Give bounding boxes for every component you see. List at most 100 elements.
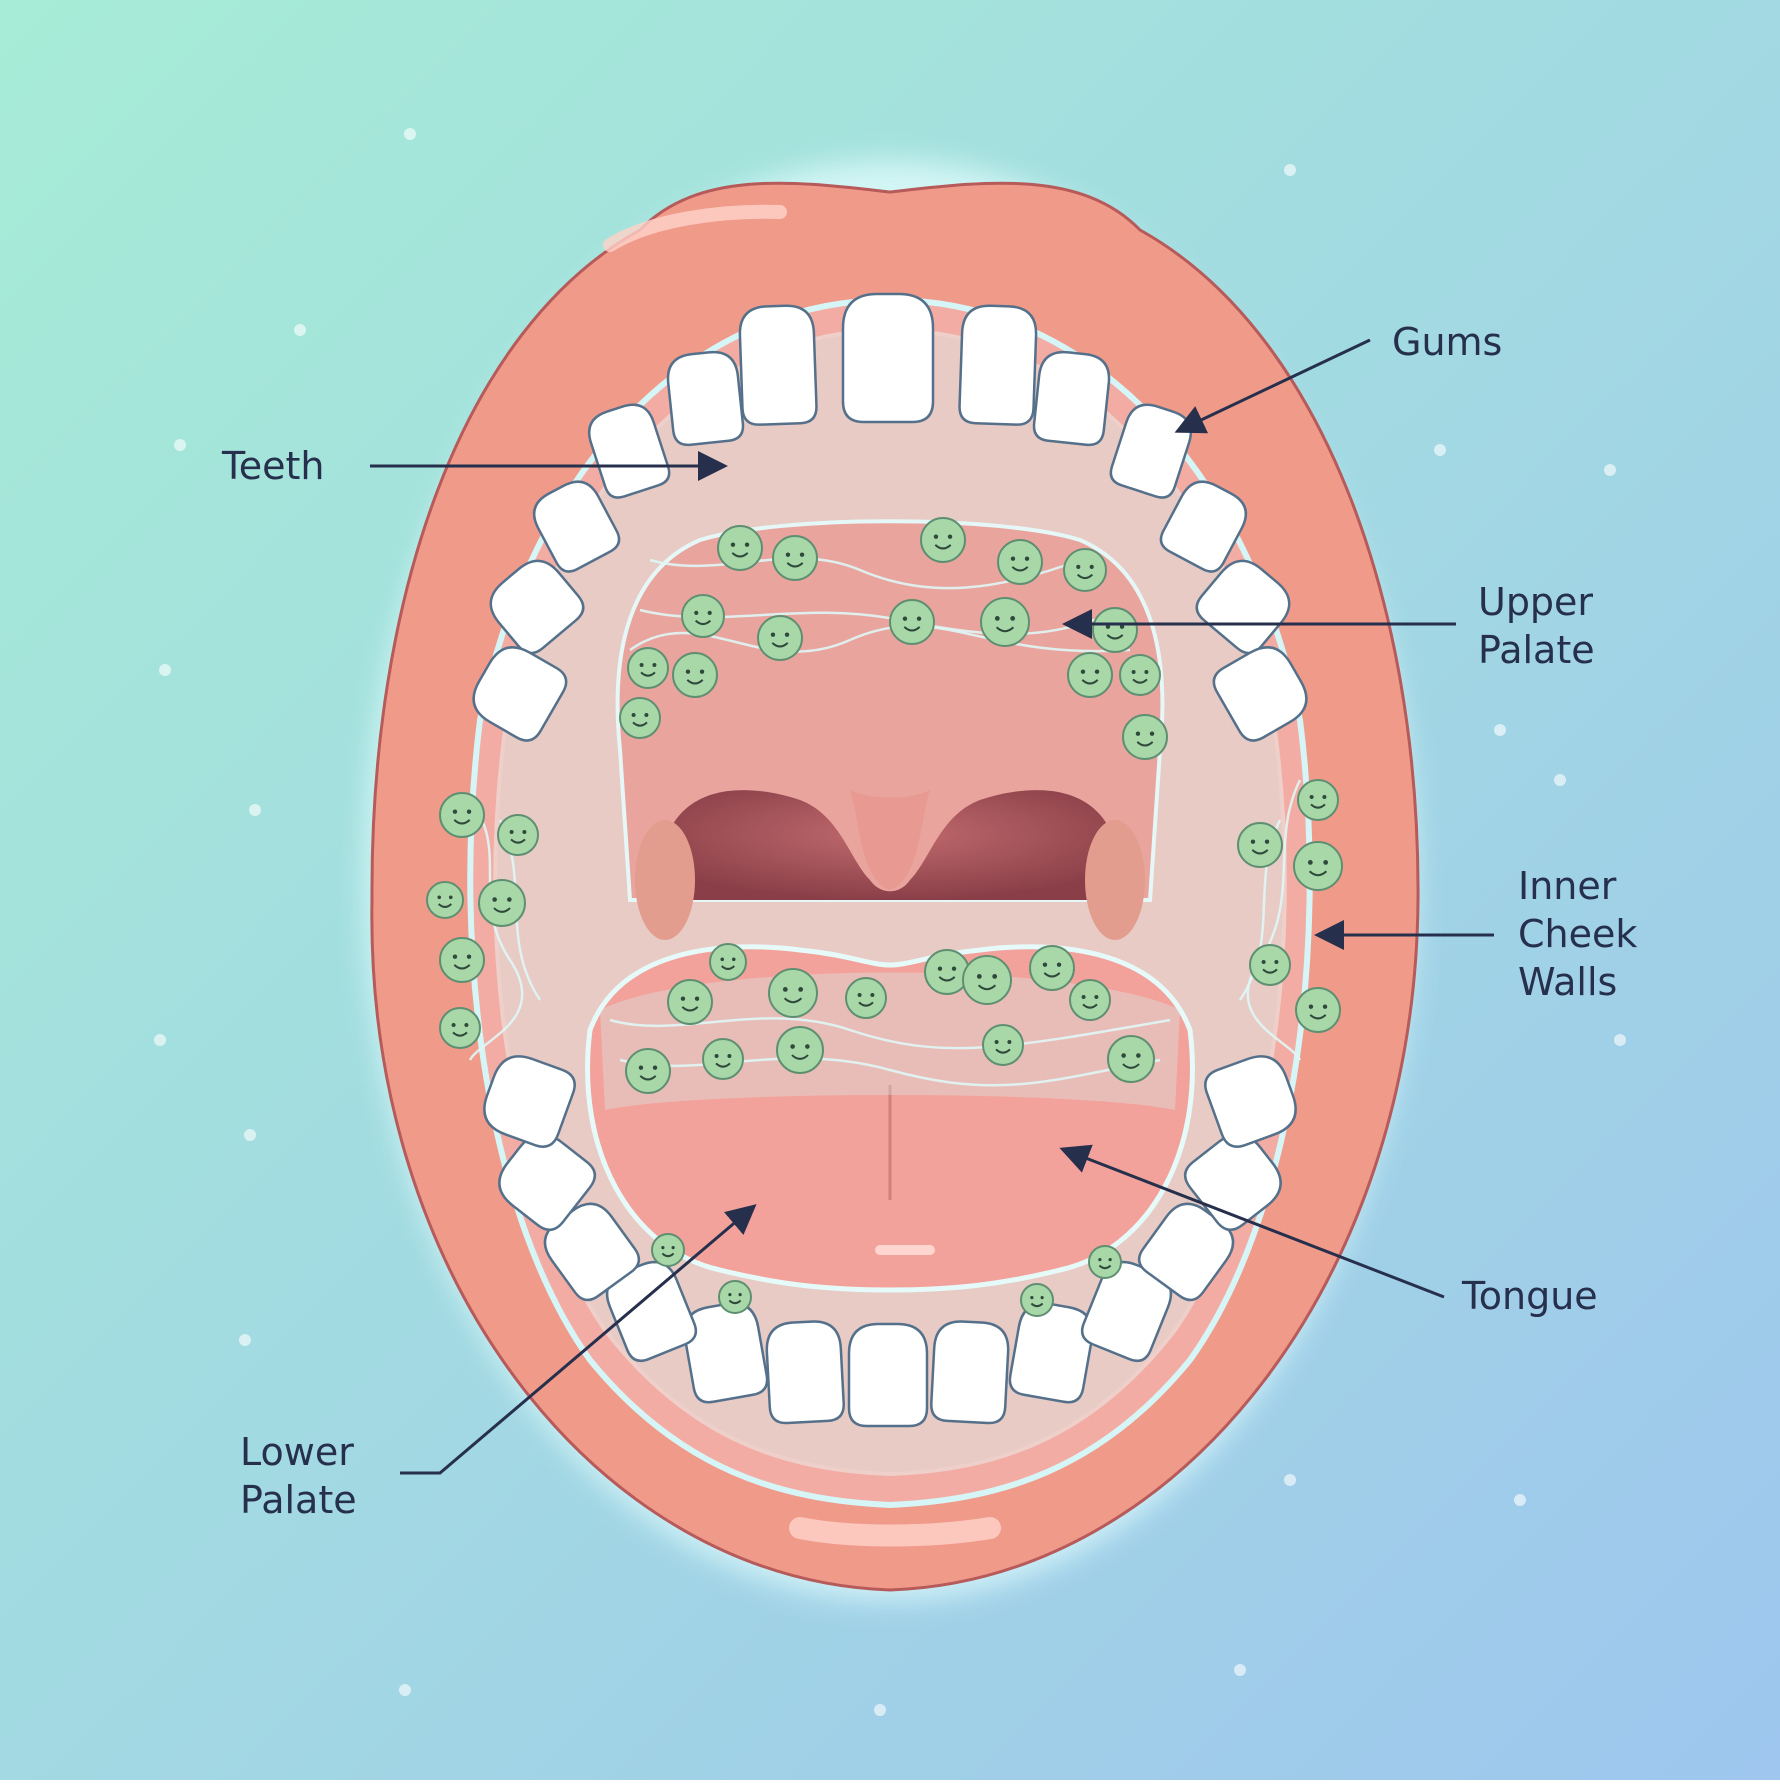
bacteria-body (1067, 652, 1113, 698)
bacteria-icon (619, 697, 661, 739)
bacteria-eye (784, 632, 790, 637)
bacteria-body (478, 879, 526, 927)
tooth (1159, 480, 1248, 573)
bacteria-eye (1135, 731, 1141, 736)
bacteria-eye (994, 616, 1000, 621)
bacteria-body (1297, 779, 1339, 821)
bacteria-body (651, 1233, 685, 1267)
bacteria-eye (1105, 624, 1111, 629)
tooth-crown (1195, 559, 1291, 655)
bacteria-icon (997, 539, 1043, 585)
tooth (847, 1322, 929, 1428)
bacteria-icon (1295, 987, 1341, 1033)
bacteria-icon (1237, 822, 1283, 868)
bacteria-smile (640, 671, 656, 677)
arrow-pointer-icon (400, 1204, 757, 1475)
bacteria-icon (889, 599, 935, 645)
tooth (1032, 350, 1111, 447)
tooth-crown (841, 292, 935, 424)
bacteria-smile (715, 1062, 731, 1068)
bacteria-eye (1094, 669, 1100, 674)
bacteria-eye (639, 663, 644, 667)
bacteria-eye (1250, 839, 1256, 844)
bacteria-eye (671, 1246, 675, 1250)
bacteria-body (962, 955, 1012, 1005)
tooth (683, 1302, 769, 1404)
tooth-crown (1204, 1055, 1297, 1148)
bacteria-eye (1261, 960, 1266, 964)
bacteria-eye (951, 966, 957, 971)
bacteria-icon (1297, 779, 1339, 821)
bacteria-body (768, 968, 818, 1018)
bacteria-body (702, 1038, 744, 1080)
lip-highlight-lower (789, 1517, 1001, 1547)
bacteria-eye (738, 1293, 742, 1297)
bacteria-body (497, 814, 539, 856)
bacteria-smile (452, 1031, 468, 1037)
bacteria-eye (1121, 1053, 1126, 1058)
bacteria-icon (1063, 548, 1107, 592)
bacteria-smile (694, 619, 712, 626)
bacteria-body (772, 535, 818, 581)
bacteria-smile (681, 1006, 699, 1012)
bacteria-eye (466, 809, 472, 814)
bacteria-eye (1119, 624, 1125, 629)
bacteria-icon (1069, 979, 1111, 1021)
tooth-crown (847, 1322, 929, 1428)
tooth (498, 1133, 596, 1231)
tooth (1109, 403, 1193, 499)
bacteria-eye (680, 996, 686, 1001)
bacteria-icon (667, 979, 713, 1025)
bacteria-eye (1149, 731, 1155, 736)
bacteria-eye (1089, 564, 1094, 569)
bacteria-eye (714, 1054, 719, 1058)
bacteria-smile (493, 907, 511, 913)
teeth-group (472, 292, 1308, 1428)
bacteria-smile (1076, 573, 1094, 580)
bacteria-body (1119, 654, 1161, 696)
bacteria-body (426, 881, 464, 919)
tooth (1212, 646, 1308, 742)
bacteria-icon (768, 968, 818, 1018)
bacteria-eye (1094, 995, 1099, 999)
bacteria-eye (1007, 1040, 1012, 1044)
bacteria-icon (980, 597, 1030, 647)
bacteria-eye (1323, 860, 1329, 865)
bacteria-eye (1010, 616, 1016, 621)
bacteria-icon (439, 1007, 481, 1049)
bacteria-eye (1309, 795, 1314, 799)
tooth-crown (1032, 350, 1111, 447)
bacteria-icon (702, 1038, 744, 1080)
tooth (472, 646, 568, 742)
tooth-crown (532, 480, 621, 573)
bacteria-icon (772, 535, 818, 581)
bacteria-body (625, 1048, 671, 1094)
bacteria-eye (448, 895, 453, 900)
bacteria-eye (857, 993, 862, 997)
bacteria-icon (1122, 714, 1168, 760)
bacteria-eye (707, 610, 712, 615)
speck (294, 324, 306, 336)
bacteria-icon (651, 1233, 685, 1267)
label-arrows (370, 338, 1494, 1475)
bacteria-icon (625, 1048, 671, 1094)
bacteria-icon (672, 652, 718, 698)
bacteria-eye (1136, 1053, 1141, 1058)
bacteria-body (1295, 987, 1341, 1033)
bacteria-smile (934, 544, 952, 550)
bacteria-body (845, 977, 887, 1019)
bacteria-eye (694, 996, 700, 1001)
bacteria-body (1088, 1245, 1122, 1279)
bacteria-eye (464, 1023, 469, 1027)
bacteria-smile (977, 984, 997, 991)
speck (1614, 1034, 1626, 1046)
tooth-crown (1080, 1260, 1173, 1363)
tooth-crown (1159, 480, 1248, 573)
label-upper-palate: Upper Palate (1478, 580, 1595, 672)
tooth (532, 480, 621, 573)
bacteria-smile (995, 1048, 1011, 1054)
bacteria-eye (947, 534, 953, 539)
bacteria-icon (439, 937, 485, 983)
tooth-crown (958, 304, 1038, 426)
